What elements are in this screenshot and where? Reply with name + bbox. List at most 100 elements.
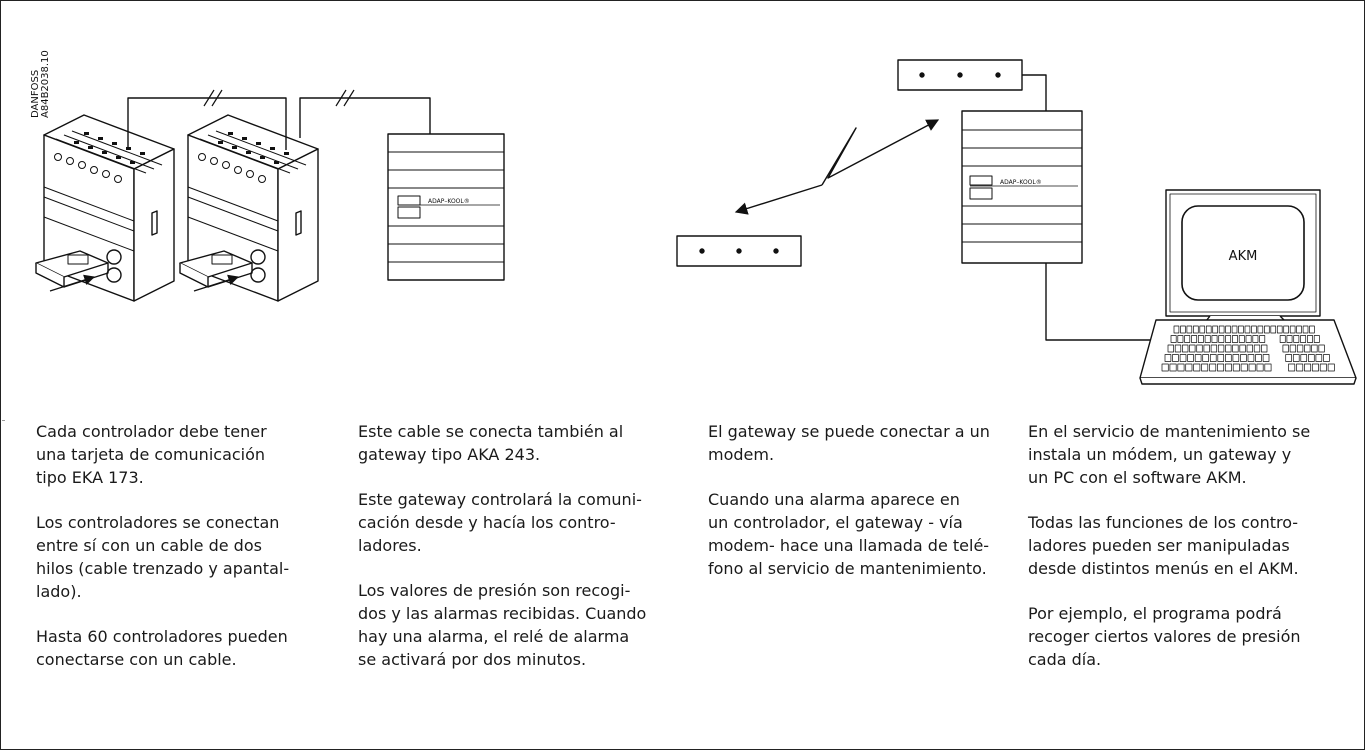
- keyboard-key: [1225, 335, 1232, 343]
- keyboard-key: [1202, 354, 1209, 362]
- keyboard-key: [1319, 363, 1327, 372]
- text-column-2: Este cable se conecta también al gateway…: [358, 420, 658, 693]
- keyboard-key: [1288, 363, 1296, 372]
- keyboard-key: [1204, 335, 1211, 343]
- keyboard-key: [1309, 325, 1315, 334]
- keyboard-key: [1201, 363, 1209, 372]
- drawing-code-line: A84B2038.10: [40, 50, 51, 118]
- keyboard-key: [1217, 344, 1225, 353]
- keyboard-key: [1170, 335, 1177, 343]
- keyboard-key: [1264, 325, 1270, 334]
- keyboard-key: [1182, 344, 1189, 353]
- keyboard-key: [1244, 325, 1251, 334]
- keyboard-key: [1315, 354, 1323, 362]
- keyboard-key: [1296, 363, 1304, 372]
- keyboard-key: [1286, 335, 1293, 343]
- keyboard-key: [1292, 354, 1300, 362]
- network-diagram: DANFOSS A84B2038.10 ADAP–KOOL®: [30, 50, 1357, 385]
- keyboard-key: [1232, 363, 1240, 372]
- keyboard-key: [1245, 335, 1252, 343]
- keyboard-key: [1225, 325, 1231, 334]
- keyboard-key: [1270, 325, 1277, 334]
- keyboard-key: [1177, 363, 1185, 372]
- paragraph: El gateway se puede conectar a un modem.: [708, 422, 990, 464]
- controller-1: [36, 115, 174, 301]
- screen-label: AKM: [1229, 249, 1258, 264]
- keyboard-key: [1302, 325, 1309, 334]
- text-column-1: Cada controlador debe tener una tarjeta …: [36, 420, 336, 693]
- keyboard-key: [1248, 363, 1256, 372]
- keyboard-key: [1184, 335, 1191, 343]
- keyboard-key: [1161, 363, 1169, 372]
- keyboard-key: [1296, 344, 1304, 353]
- keyboard-key: [1189, 344, 1196, 353]
- keyboard-key: [1199, 325, 1206, 334]
- keyboard-key: [1210, 344, 1218, 353]
- keyboard-key: [1311, 363, 1319, 372]
- paragraph: Este cable se conecta también al gateway…: [358, 422, 624, 464]
- keyboard-key: [1194, 354, 1202, 362]
- keyboard-key: [1225, 354, 1232, 362]
- keyboard-key: [1296, 325, 1302, 334]
- keyboard-key: [1232, 354, 1240, 362]
- keyboard-key: [1177, 335, 1184, 343]
- drawing-code-line: DANFOSS: [30, 70, 41, 118]
- keyboard-key: [1179, 354, 1187, 362]
- keyboard-key: [1196, 344, 1203, 353]
- keyboard-key: [1240, 354, 1247, 362]
- keyboard-key: [1246, 344, 1253, 353]
- paragraph: Cuando una alarma aparece en un controla…: [708, 490, 990, 578]
- keyboard-key: [1187, 354, 1194, 362]
- pc-akm: AKM: [1139, 189, 1357, 385]
- keyboard-key: [1283, 325, 1289, 334]
- keyboard-key: [1185, 363, 1193, 372]
- keyboard-key: [1224, 363, 1232, 372]
- keyboard-key: [1169, 363, 1177, 372]
- keyboard-key: [1261, 344, 1268, 353]
- keyboard-key: [1252, 335, 1259, 343]
- keyboard-key: [1264, 363, 1272, 372]
- paragraph: Por ejemplo, el programa podrá recoger c…: [1028, 604, 1301, 669]
- keyboard-key: [1164, 354, 1172, 362]
- keyboard-key: [1211, 335, 1218, 343]
- keyboard-key: [1218, 335, 1225, 343]
- keyboard-key: [1279, 335, 1286, 343]
- keyboard-key: [1255, 354, 1262, 362]
- keyboard-key: [1180, 325, 1186, 334]
- keyboard-key: [1239, 344, 1246, 353]
- keyboard-key: [1300, 354, 1308, 362]
- gateway-brand-label: ADAP–KOOL®: [1000, 179, 1042, 186]
- keyboard-key: [1212, 325, 1218, 334]
- data-cable: [127, 89, 431, 150]
- keyboard-key: [1282, 344, 1289, 353]
- keyboard-key: [1174, 344, 1182, 353]
- keyboard-key: [1209, 363, 1217, 372]
- keyboard-key: [1240, 363, 1248, 372]
- keyboard-key: [1186, 325, 1193, 334]
- telephone-link: [734, 119, 940, 215]
- keyboard-key: [1285, 354, 1292, 362]
- keyboard-key: [1247, 354, 1255, 362]
- keyboard-key: [1304, 344, 1311, 353]
- keyboard-key: [1276, 325, 1283, 334]
- keyboard-key: [1193, 325, 1199, 334]
- keyboard-key: [1238, 335, 1245, 343]
- paragraph: Los controladores se conectan entre sí c…: [36, 513, 290, 601]
- paragraph: Cada controlador debe tener una tarjeta …: [36, 422, 267, 487]
- keyboard-key: [1300, 335, 1307, 343]
- text-column-4: En el servicio de mantenimiento se insta…: [1028, 420, 1364, 693]
- keyboard-key: [1262, 354, 1270, 362]
- keyboard-key: [1251, 325, 1257, 334]
- keyboard-key: [1203, 344, 1210, 353]
- keyboard-key: [1323, 354, 1330, 362]
- keyboard-key: [1327, 363, 1335, 372]
- keyboard-key: [1253, 344, 1261, 353]
- keyboard-key: [1173, 325, 1180, 334]
- keyboard-key: [1259, 335, 1266, 343]
- keyboard-key: [1205, 325, 1212, 334]
- keyboard-key: [1231, 325, 1238, 334]
- gateway-brand-label: ADAP–KOOL®: [428, 198, 470, 205]
- controller-2: [180, 115, 318, 301]
- keyboard-key: [1172, 354, 1179, 362]
